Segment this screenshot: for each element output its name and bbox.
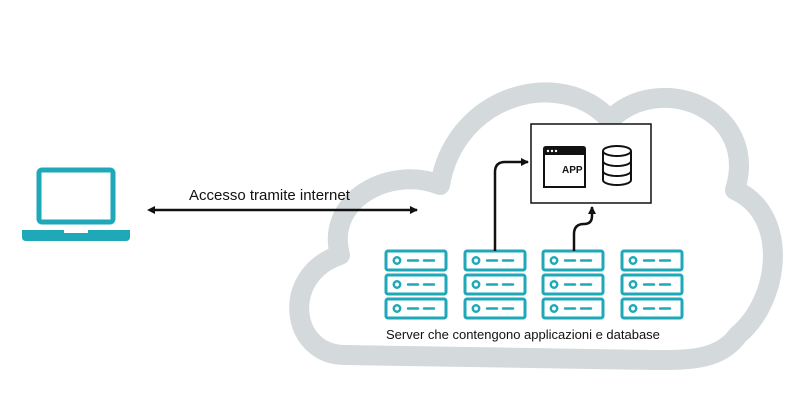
laptop-icon [22, 167, 130, 241]
app-window-icon: APP [543, 146, 586, 188]
server-to-database-arrow [572, 206, 596, 251]
app-database-box [530, 123, 652, 204]
server-rack-2 [463, 249, 527, 320]
server-rack-4 [620, 249, 684, 320]
server-rack-1 [384, 249, 448, 320]
internet-access-label: Accesso tramite internet [189, 187, 351, 204]
servers-caption: Server che contengono applicazioni e dat… [386, 327, 660, 342]
database-icon [602, 145, 632, 186]
server-to-app-arrow [493, 158, 529, 251]
app-icon-label: APP [562, 165, 583, 176]
cloud-shape [289, 82, 783, 370]
server-rack-3 [541, 249, 605, 320]
